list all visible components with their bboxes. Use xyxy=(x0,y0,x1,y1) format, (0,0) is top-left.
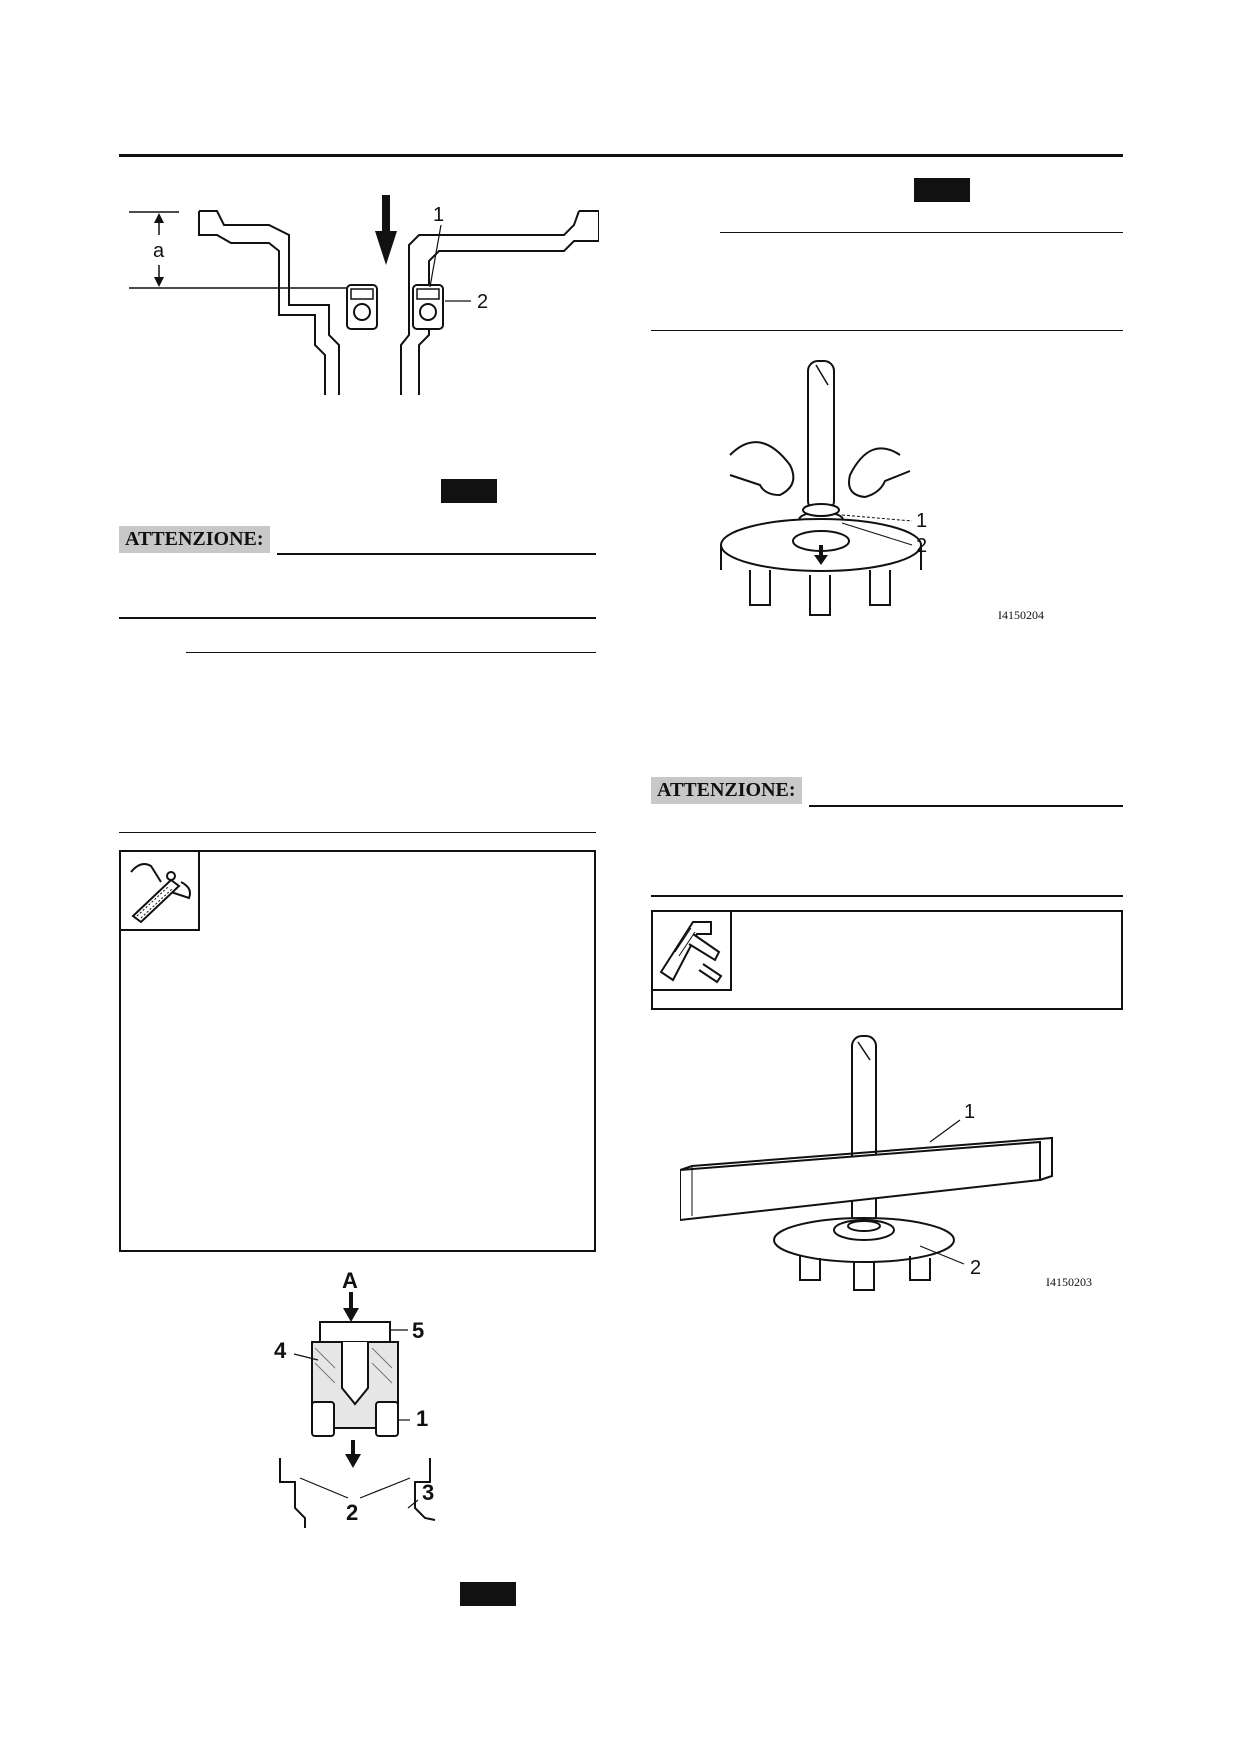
figure-bearing-section: a 1 2 xyxy=(129,195,599,395)
label-a: a xyxy=(153,240,165,262)
label-3: 3 xyxy=(422,1480,434,1505)
label-1: 1 xyxy=(964,1101,975,1123)
note-rule-left xyxy=(186,652,596,653)
label-1: 1 xyxy=(916,510,927,532)
note-end-rule-right xyxy=(651,330,1123,331)
section-divider-left xyxy=(119,832,596,833)
label-2: 2 xyxy=(477,291,488,313)
pliers-tool-icon xyxy=(119,850,200,931)
label-4: 4 xyxy=(274,1338,287,1363)
figure-straightedge: 1 2 I4150203 xyxy=(680,1035,1092,1291)
label-2: 2 xyxy=(970,1257,981,1279)
label-5: 5 xyxy=(412,1318,424,1343)
figure-shaft-fingers: 1 2 I4150204 xyxy=(720,360,1044,622)
attention-end-rule-left xyxy=(119,617,596,619)
figure-code: I4150204 xyxy=(998,608,1044,622)
caliper-measure-icon xyxy=(651,910,732,991)
black-box-right xyxy=(914,178,970,202)
note-rule-right xyxy=(720,232,1123,233)
tool-info-frame xyxy=(119,850,596,1252)
black-box xyxy=(441,479,497,503)
attention-label-right: ATTENZIONE: xyxy=(651,777,802,804)
attention-label-left: ATTENZIONE: xyxy=(119,526,270,553)
figure-code: I4150203 xyxy=(1046,1275,1092,1289)
header-rule xyxy=(119,154,1123,157)
label-1: 1 xyxy=(416,1406,428,1431)
attention-rule-right xyxy=(809,805,1123,807)
attention-end-rule-right xyxy=(651,895,1123,897)
label-1: 1 xyxy=(433,204,444,226)
label-A: A xyxy=(342,1268,358,1293)
figure-press-tool: A 5 4 1 2 3 xyxy=(274,1268,436,1528)
label-2: 2 xyxy=(346,1500,358,1525)
black-box-bottom xyxy=(460,1582,516,1606)
attention-rule-left xyxy=(277,553,596,555)
label-2: 2 xyxy=(916,535,927,557)
